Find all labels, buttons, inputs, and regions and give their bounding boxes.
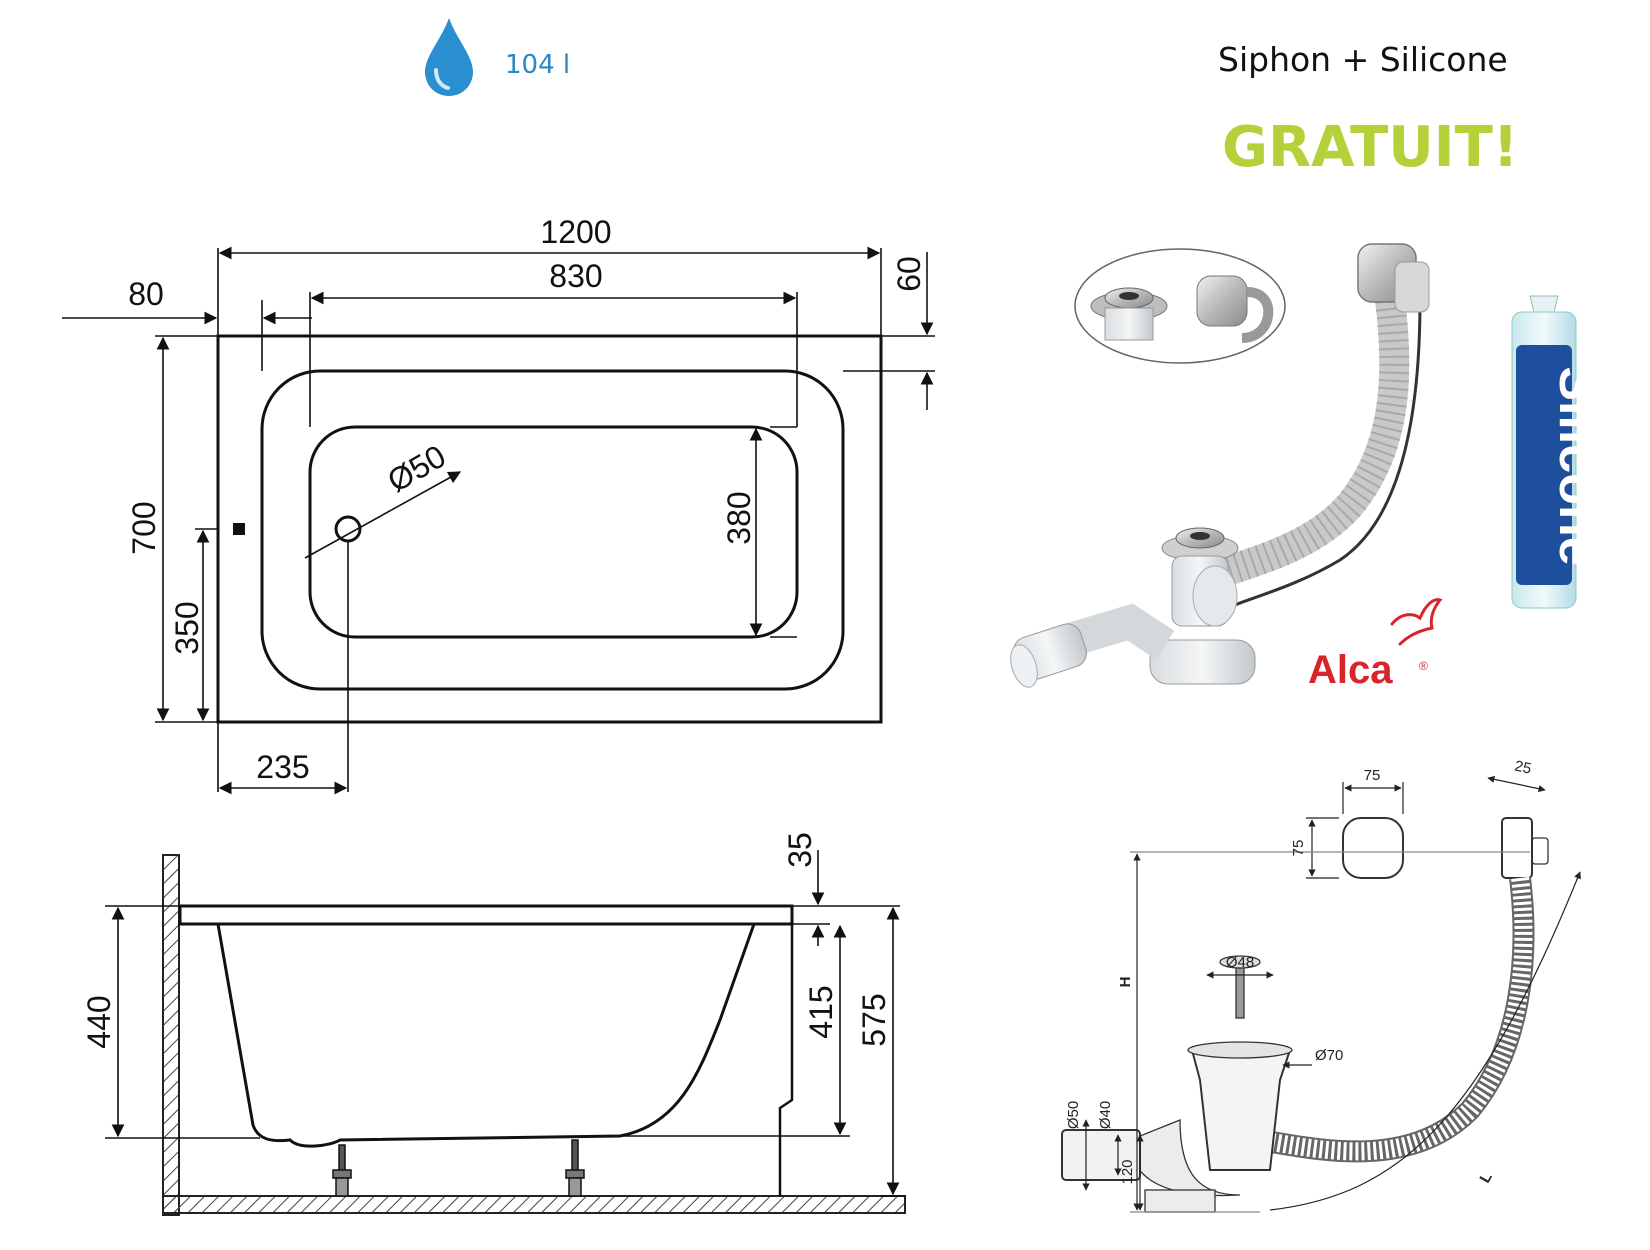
brand-name: Alca xyxy=(1308,648,1393,692)
waste-assembly xyxy=(1010,527,1256,688)
dim-total-length: 1200 xyxy=(540,214,611,250)
dim-rim-width: 60 xyxy=(891,256,927,292)
cartridge-label xyxy=(1516,345,1572,585)
tub-basin xyxy=(308,425,799,639)
siphon-product-photo: Alca ® xyxy=(1010,243,1443,692)
dim-outlet-40: Ø40 xyxy=(1097,1101,1114,1129)
dim-cap-width: 75 xyxy=(1364,767,1381,784)
floor-hatch xyxy=(162,1195,906,1214)
bathtub-plan-view xyxy=(216,334,883,724)
dim-outlet-height: 120 xyxy=(1119,1159,1136,1184)
dim-rim-thickness: 35 xyxy=(782,832,818,868)
promo: Siphon + Silicone GRATUIT! xyxy=(1218,40,1518,180)
dim-drain-diameter: Ø50 xyxy=(381,438,451,499)
overflow-hose-outline xyxy=(1258,876,1535,1163)
water-drop-highlight xyxy=(434,68,450,90)
siphon-technical-drawing xyxy=(1061,817,1549,1213)
dim-outlet-50: Ø50 xyxy=(1065,1101,1082,1129)
tub-shell-profile xyxy=(216,923,756,1148)
inset-overflow-cap xyxy=(1196,275,1274,343)
dim-plug-diameter: Ø48 xyxy=(1226,954,1254,971)
dim-left-offset: 80 xyxy=(128,276,164,312)
plan-dimension-labels: 1200 830 80 60 700 350 380 235 Ø50 xyxy=(126,214,927,785)
tub-leg-left xyxy=(332,1144,352,1197)
dim-inner-depth: 415 xyxy=(803,985,839,1038)
cartridge-nozzle xyxy=(1529,295,1559,313)
wall-hatch xyxy=(162,854,180,1216)
dim-total-height: 575 xyxy=(856,993,892,1046)
tub-rim-side xyxy=(178,904,794,926)
dim-drain-from-end: 235 xyxy=(256,749,309,785)
dim-drain-from-side: 350 xyxy=(169,601,205,654)
overflow-marker xyxy=(233,523,245,535)
cartridge-text: Silicone xyxy=(1548,366,1606,565)
dim-height-label: H xyxy=(1117,977,1134,988)
capacity-indicator: 104 l xyxy=(425,18,570,96)
dim-overflow-depth: 25 xyxy=(1513,758,1533,778)
overflow-cap-side xyxy=(1501,817,1533,879)
alca-logo: Alca ® xyxy=(1308,598,1443,692)
overflow-body xyxy=(1394,261,1430,313)
side-dimensions xyxy=(105,850,905,1197)
promo-free-label: GRATUIT! xyxy=(1222,115,1518,180)
capacity-label: 104 l xyxy=(505,50,570,80)
side-dimension-labels: 440 35 415 575 xyxy=(81,832,892,1048)
tub-leg-right xyxy=(565,1139,585,1197)
plan-dimensions xyxy=(62,246,935,795)
registered-mark: ® xyxy=(1419,659,1428,673)
bird-icon xyxy=(1390,598,1443,646)
siphon-drawing-dimensions xyxy=(1082,775,1581,1213)
water-drop-icon xyxy=(425,18,473,96)
tub-inner-rim xyxy=(260,369,845,691)
overflow-cap-front xyxy=(1342,817,1404,879)
dim-cap-height: 75 xyxy=(1290,840,1307,857)
tub-outer-rim xyxy=(216,334,883,724)
dim-body-diameter: Ø70 xyxy=(1315,1047,1343,1064)
bowden-cable xyxy=(1224,299,1422,612)
inset-plug xyxy=(1090,287,1168,341)
tub-apron xyxy=(778,924,794,1196)
dim-length-label: L xyxy=(1476,1170,1495,1186)
dim-total-width: 700 xyxy=(126,501,162,554)
overflow-hose xyxy=(1200,285,1410,590)
promo-title: Siphon + Silicone xyxy=(1218,40,1508,79)
dim-tub-height: 440 xyxy=(81,995,117,1048)
overflow-hose-coil xyxy=(1258,876,1533,1161)
silicone-cartridge: Silicone xyxy=(1511,295,1606,609)
dim-inner-length: 830 xyxy=(549,258,602,294)
bathtub-side-view xyxy=(162,854,906,1216)
dim-inner-width: 380 xyxy=(721,491,757,544)
